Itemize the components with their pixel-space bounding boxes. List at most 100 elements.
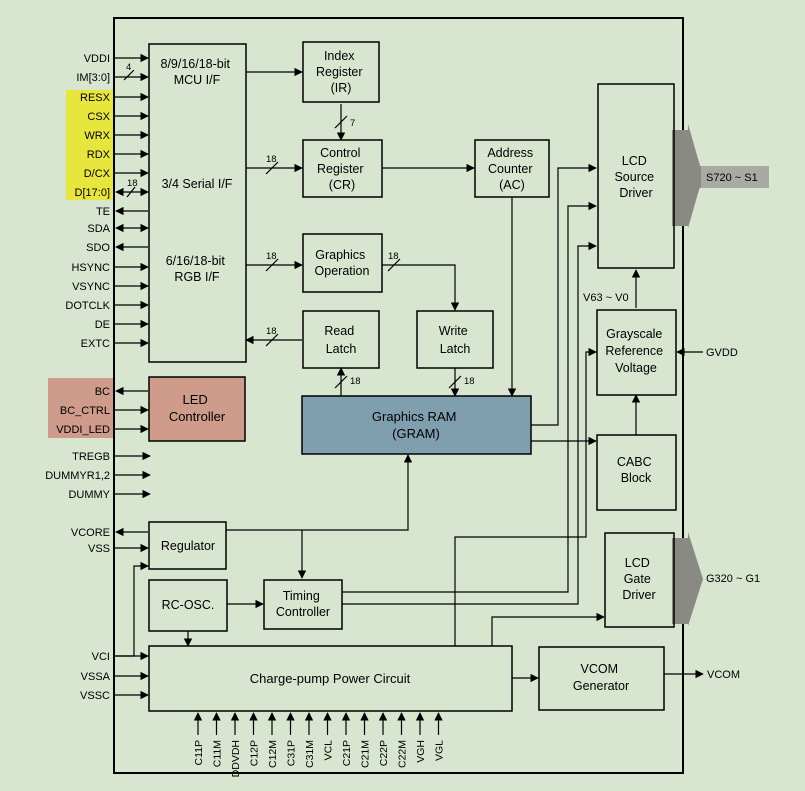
signal-label: VDDI (84, 53, 110, 65)
svg-text:Index Register (IR: Index Register (IR) (316, 49, 366, 95)
wires (114, 53, 704, 700)
timing-controller-block: Timing Controller (263, 579, 343, 630)
svg-text:CABC Block: CABC Block (617, 455, 655, 485)
control-register-block: Control Register (CR) (302, 139, 383, 198)
svg-text:RC-OSC.: RC-OSC. (162, 598, 215, 612)
svg-text:18: 18 (464, 376, 475, 387)
svg-text:LCD Gate Driver: LCD Gate Driver (622, 556, 655, 602)
address-counter-block: Address Counter (AC) (474, 139, 550, 198)
lcd-source-driver-block: LCD Source Driver (597, 83, 675, 269)
chip-outline (113, 17, 684, 774)
regulator-block: Regulator (148, 521, 227, 570)
signal-label: IM[3:0] (76, 72, 110, 84)
grayscale-reference-block: Grayscale Reference Voltage (596, 309, 677, 396)
svg-text:Regulator: Regulator (161, 539, 215, 553)
svg-text:18: 18 (127, 178, 138, 189)
pin-label: C11P (193, 740, 205, 766)
pin-label: VCL (323, 740, 335, 761)
signal-label: TE (96, 206, 110, 218)
signal-label: SDA (87, 223, 110, 235)
gate-output-arrow (672, 532, 703, 626)
signal-label: HSYNC (71, 262, 110, 274)
signal-label: BC_CTRL (60, 405, 110, 417)
svg-text:VCOM Generator: VCOM Generator (573, 662, 629, 693)
signal-label: VSSC (80, 690, 110, 702)
signal-label: VCI (92, 651, 110, 663)
svg-text:Read Latch: Read Latch (324, 324, 357, 356)
pin-label: C22M (397, 740, 409, 768)
left-signal-labels: VDDI IM[3:0] RESX CSX WRX RDX D/CX D[17:0] TE SDA… (45, 53, 110, 702)
svg-text:Address Counter (A: Address Counter (AC) (487, 146, 536, 192)
lcd-gate-driver-block: LCD Gate Driver (604, 532, 675, 628)
signal-label: DUMMYR1,2 (45, 470, 110, 482)
signal-label: VSS (88, 543, 110, 555)
pin-label: VGL (434, 740, 446, 761)
source-output-label: S720 ~ S1 (706, 172, 758, 184)
pin-label: DDVDH (230, 740, 242, 777)
pin-label: C12M (267, 740, 279, 768)
gvdd-input-label: GVDD (706, 347, 738, 359)
cabc-block: CABC Block (596, 434, 677, 511)
signal-label: SDO (86, 242, 110, 254)
signal-label: VSSA (81, 671, 111, 683)
vcom-output-label: VCOM (707, 669, 740, 681)
svg-text:18: 18 (350, 376, 361, 387)
pin-label: C31P (286, 740, 298, 766)
svg-text:18: 18 (266, 154, 277, 165)
svg-text:4: 4 (126, 62, 131, 73)
signal-label: DE (95, 319, 110, 331)
signal-label: VDDI_LED (56, 424, 110, 436)
source-output-arrow (672, 124, 769, 228)
read-latch-block: Read Latch (302, 310, 380, 369)
control-signals-highlight (66, 90, 115, 200)
led-signals-highlight (48, 378, 114, 438)
signal-label: D/CX (84, 168, 111, 180)
pin-label: C12P (249, 740, 261, 766)
svg-text:LCD Source Driver: LCD Source Driver (614, 154, 657, 200)
signal-label: EXTC (81, 338, 110, 350)
signal-label: RESX (80, 92, 111, 104)
signal-label: CSX (87, 111, 110, 123)
svg-text:LED Controller: LED Controller (169, 392, 226, 424)
graphics-ram-block: Graphics RAM (GRAM) (301, 395, 532, 455)
led-controller-block: LED Controller (148, 376, 246, 442)
svg-text:7: 7 (350, 118, 355, 129)
signal-label: WRX (84, 130, 110, 142)
pin-label: C21P (341, 740, 353, 766)
pin-label: C22P (378, 740, 390, 766)
vcom-generator-block: VCOM Generator (538, 646, 665, 711)
svg-text:Grayscale Reference: Grayscale Reference Voltage (605, 327, 666, 375)
signal-label: BC (95, 386, 110, 398)
signal-label: DUMMY (68, 489, 110, 501)
svg-text:18: 18 (388, 251, 399, 262)
svg-text:Graphics Operation: Graphics Operation (315, 248, 370, 278)
write-latch-block: Write Latch (416, 310, 494, 369)
svg-text:Graphics RAM (GRAM): Graphics RAM (GRAM) (372, 409, 460, 441)
svg-text:18: 18 (266, 251, 277, 262)
signal-label: DOTCLK (65, 300, 110, 312)
serial-if-label: 3/4 Serial I/F (162, 177, 233, 191)
gate-output-label: G320 ~ G1 (706, 573, 760, 585)
signal-label: VCORE (71, 527, 110, 539)
pin-label: C31M (304, 740, 316, 768)
bus-width-labels: 4 18 7 18 18 18 18 18 18 (126, 62, 475, 387)
mcu-if-label: 8/9/16/18-bit MCU I/F (161, 57, 234, 87)
svg-text:18: 18 (266, 326, 277, 337)
rc-osc-block: RC-OSC. (148, 579, 228, 632)
signal-label: RDX (87, 149, 111, 161)
signal-label: TREGB (72, 451, 110, 463)
rgb-if-label: 6/16/18-bit RGB I/F (166, 254, 229, 284)
index-register-block: Index Register (IR) (302, 41, 380, 103)
signal-label: VSYNC (72, 281, 110, 293)
mcu-rgb-interface-block: 8/9/16/18-bit MCU I/F 3/4 Serial I/F 6/1… (148, 43, 247, 363)
pin-label: VGH (415, 740, 427, 763)
pin-label: C21M (360, 740, 372, 768)
svg-text:Charge-pump Power Circuit: Charge-pump Power Circuit (250, 671, 411, 686)
charge-pump-block: Charge-pump Power Circuit (148, 645, 513, 712)
svg-text:Control Register (: Control Register (CR) (317, 146, 367, 192)
svg-text:Write Latch: Write Latch (439, 324, 471, 356)
signal-label: D[17:0] (75, 187, 110, 199)
graphics-operation-block: Graphics Operation (302, 233, 383, 293)
